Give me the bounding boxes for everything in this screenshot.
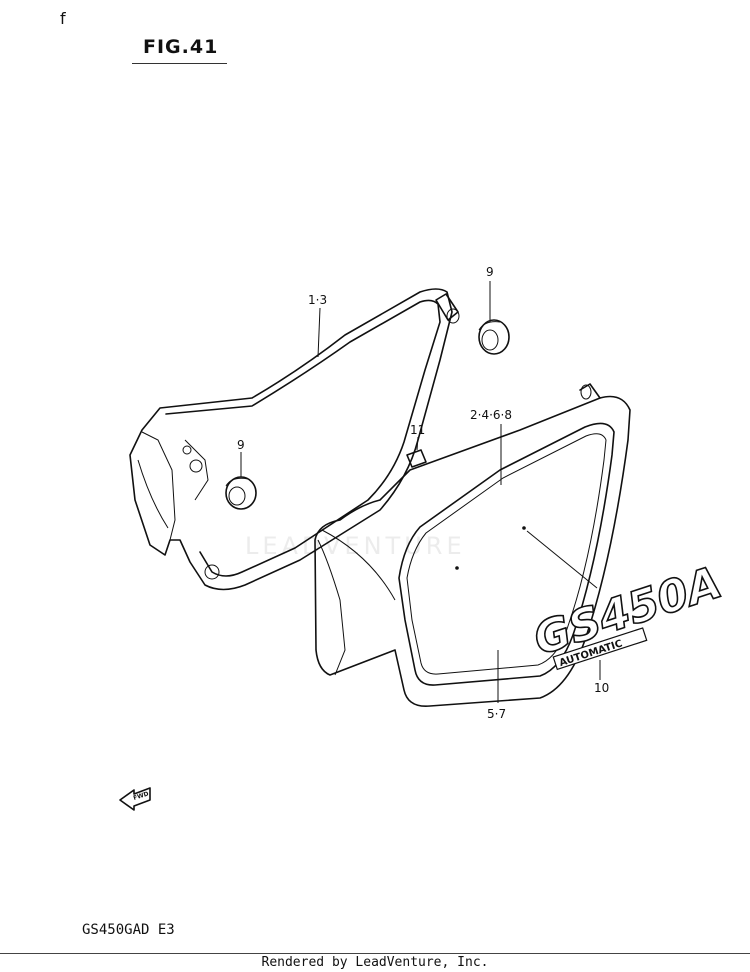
clip-part[interactable] [406, 449, 427, 468]
callout-emblem: 10 [594, 681, 609, 695]
callout-left-cover: 1·3 [308, 293, 327, 307]
model-code: GS450GAD E3 [82, 922, 175, 938]
corner-mark: f [60, 9, 66, 28]
left-side-cover[interactable] [129, 288, 460, 591]
callout-clip: 11 [410, 423, 425, 437]
callout-grommet-top: 9 [486, 265, 494, 279]
footer-credit: Rendered by LeadVenture, Inc. [0, 953, 750, 972]
emblem-main-text: GS450A [528, 557, 728, 665]
figure-title: FIG.41 [143, 36, 219, 58]
watermark: LEADVENTURE [245, 532, 466, 560]
callout-grommet-left: 9 [237, 438, 245, 452]
fwd-label: FWD [132, 790, 149, 802]
figure-title-underline [132, 63, 227, 64]
leader-lines [240, 281, 601, 703]
grommet-top[interactable] [478, 319, 510, 355]
callout-right-cover: 2·4·6·8 [470, 408, 512, 422]
grommet-left[interactable] [225, 476, 257, 510]
callout-right-cover-lower: 5·7 [487, 707, 506, 721]
emblem-part[interactable]: GS450A AUTOMATIC [527, 556, 731, 674]
fwd-arrow-icon: FWD [119, 787, 151, 811]
